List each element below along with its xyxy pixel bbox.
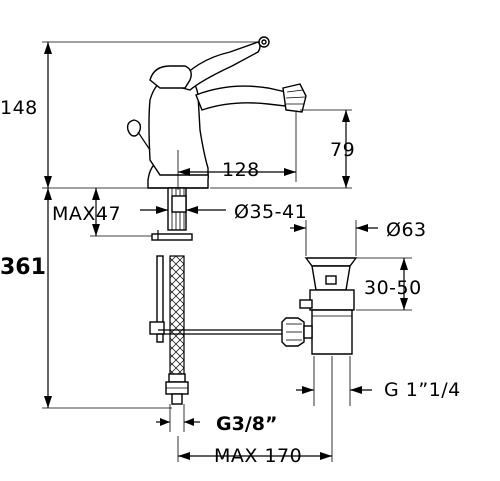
- flexible-hose: [165, 255, 189, 405]
- pop-up-knob: [126, 119, 151, 151]
- waste-drain: [281, 257, 358, 355]
- label-max-hose: MAX 170: [214, 445, 302, 467]
- faucet-body: [126, 36, 307, 189]
- dim-hole-diameter: [140, 206, 226, 214]
- label-hole-diameter: Ø35-41: [234, 201, 307, 223]
- dim-spout-height: [210, 109, 352, 189]
- dim-waste-diameter: [290, 220, 378, 256]
- dim-hose-thread: [156, 404, 200, 432]
- label-waste-thread: G 1”1/4: [384, 379, 461, 401]
- dim-height-lines: [42, 41, 260, 409]
- label-waste-diameter: Ø63: [386, 219, 427, 241]
- dim-max-deck: [90, 188, 152, 237]
- label-max-deck: MAX47: [52, 203, 121, 225]
- label-spout-height: 79: [330, 139, 355, 161]
- dim-max-hose: [177, 356, 333, 462]
- label-hose-thread: G3/8”: [216, 413, 277, 435]
- label-height-top: 148: [0, 97, 38, 119]
- dim-waste-thread: [296, 356, 372, 406]
- pop-up-rod: [149, 255, 290, 343]
- dim-reach: [177, 112, 297, 190]
- label-reach: 128: [222, 159, 260, 181]
- label-height-total: 361: [0, 255, 46, 280]
- fixing-assembly: [151, 187, 193, 241]
- dim-waste-range: [356, 257, 412, 311]
- label-waste-range: 30-50: [364, 277, 422, 299]
- spray-nozzle: [282, 83, 307, 113]
